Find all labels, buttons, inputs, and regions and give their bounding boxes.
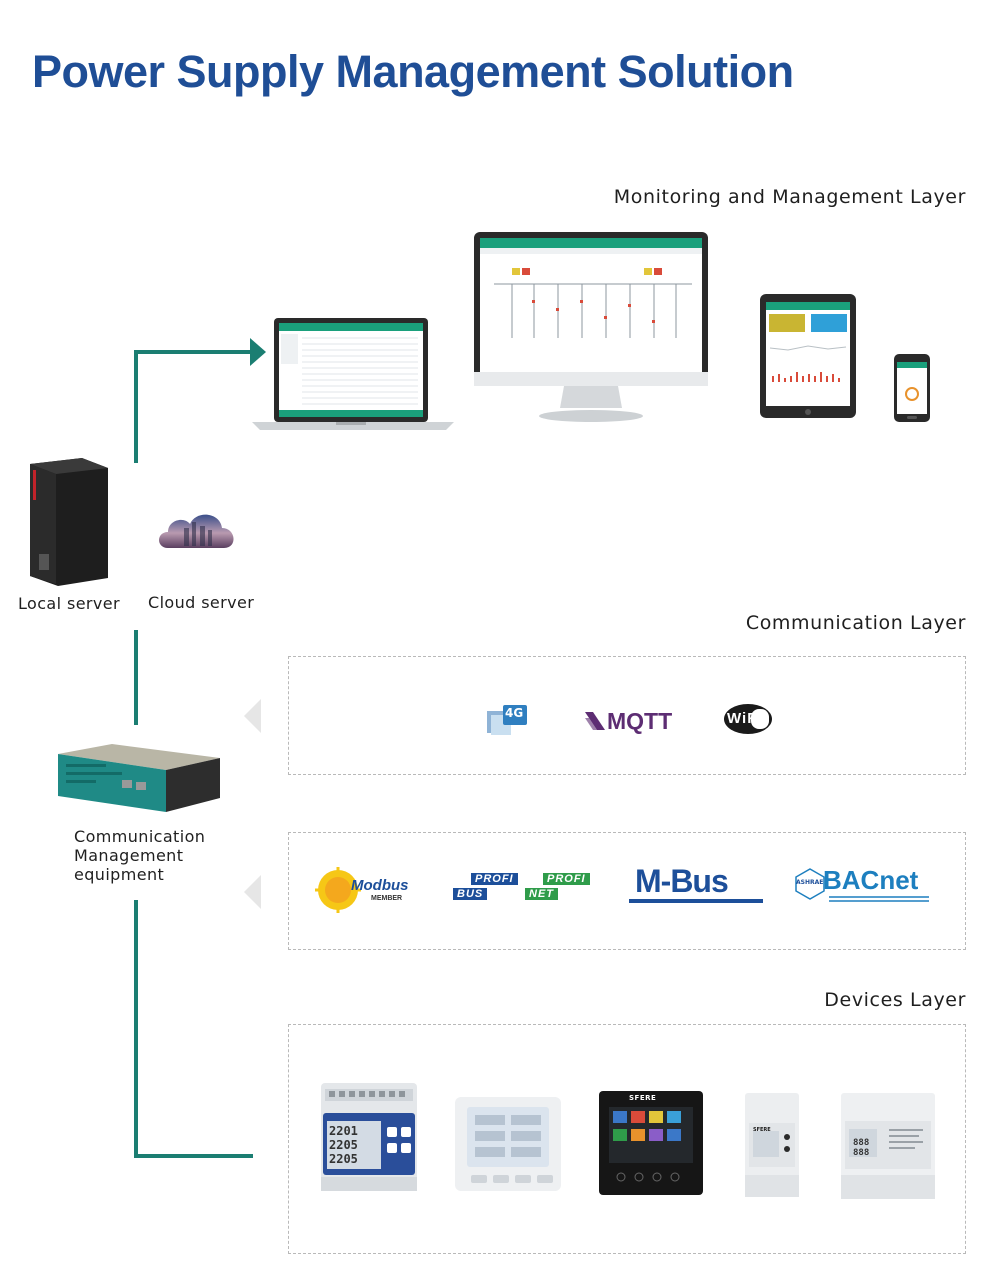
- devices-layer-label: Devices Layer: [824, 989, 966, 1011]
- mbus-logo: M-Bus: [629, 863, 765, 909]
- cloud-server-label: Cloud server: [148, 593, 255, 612]
- meter6-display: 888 888: [853, 1138, 870, 1158]
- mbus-underline: [629, 899, 763, 903]
- page-title: Power Supply Management Solution: [32, 46, 794, 97]
- din-rail-meter-icon: [321, 1083, 417, 1191]
- ashrae-badge-icon: [795, 868, 825, 900]
- wireless-protocol-box: 4G MQTT WiFi: [288, 656, 966, 775]
- touchscreen-brand: SFERE: [629, 1094, 657, 1102]
- panel-meter-icon: [455, 1097, 561, 1191]
- communication-gateway-icon: [58, 744, 220, 812]
- profibus-logo: PROFI BUS: [449, 873, 523, 907]
- desktop-monitor-icon: [474, 232, 708, 422]
- fieldbus-pointer-icon: [244, 875, 261, 909]
- bacnet-logo: ASHRAE BACnet: [793, 863, 939, 907]
- bacnet-underline: [829, 896, 929, 902]
- modbus-logo: Modbus MEMBER: [315, 867, 425, 915]
- devices-box: 2201 2205 2205 SFERE SFERE 88: [288, 1024, 966, 1254]
- tablet-icon: [760, 294, 856, 418]
- connector-to-laptop: [134, 350, 252, 463]
- wifi-logo: WiFi: [723, 703, 773, 735]
- connector-gateway-to-devices: [134, 900, 253, 1158]
- wireless-pointer-icon: [244, 699, 261, 733]
- cellular-4g-logo: 4G: [483, 701, 531, 737]
- touchscreen-meter-icon: [599, 1091, 703, 1195]
- slim-din-meter-icon: [745, 1093, 799, 1197]
- local-server-icon: [30, 458, 108, 586]
- communication-equipment-label: Communication Management equipment: [74, 827, 206, 884]
- wifi-icon: [724, 704, 772, 734]
- cloud-server-icon: [159, 514, 234, 548]
- slim-meter-brand: SFERE: [753, 1127, 771, 1133]
- arrow-head-icon: [250, 338, 266, 366]
- laptop-icon: [252, 318, 454, 430]
- mqtt-logo: MQTT: [585, 707, 672, 735]
- local-server-label: Local server: [18, 594, 121, 613]
- mqtt-icon: [585, 712, 605, 730]
- cellular-4g-icon: [487, 705, 527, 735]
- modbus-sun-icon: [315, 867, 361, 913]
- wide-din-meter-icon: [841, 1093, 935, 1199]
- fieldbus-protocol-box: Modbus MEMBER PROFI BUS PROFI NET M-Bus …: [288, 832, 966, 950]
- profinet-logo: PROFI NET: [523, 873, 607, 907]
- meter1-display: 2201 2205 2205: [329, 1124, 358, 1166]
- communication-layer-label: Communication Layer: [745, 612, 966, 634]
- smartphone-icon: [894, 354, 930, 422]
- monitoring-layer-label: Monitoring and Management Layer: [613, 186, 966, 208]
